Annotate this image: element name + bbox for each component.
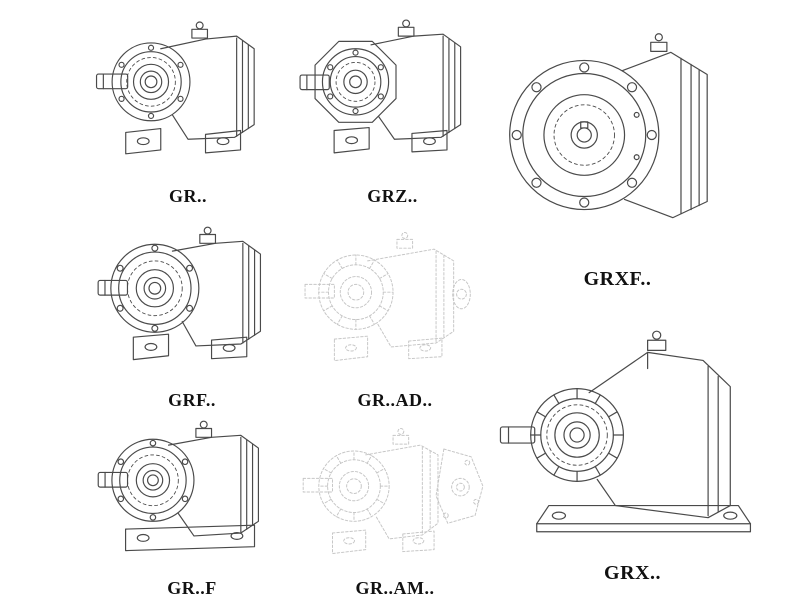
gearbox-drawing-gr-f bbox=[97, 420, 260, 552]
model-figure-gr: GR.. bbox=[88, 4, 288, 207]
model-figure-gr-am: GR..AM.. bbox=[295, 408, 495, 599]
gearbox-drawing-gr-am bbox=[302, 428, 484, 555]
model-figure-grx: GRX.. bbox=[495, 308, 770, 585]
model-label-grx: GRX.. bbox=[604, 562, 661, 584]
model-label-grxf: GRXF.. bbox=[583, 268, 652, 290]
model-label-grz: GRZ.. bbox=[367, 186, 418, 206]
gearbox-drawing-grxf bbox=[509, 33, 708, 219]
model-label-gr: GR.. bbox=[169, 186, 207, 206]
model-figure-gr-f: GR..F bbox=[92, 408, 292, 599]
gearbox-drawing-gr bbox=[95, 21, 255, 155]
gearbox-drawing-grx bbox=[499, 330, 752, 533]
model-figure-gr-ad: GR..AD.. bbox=[295, 212, 495, 411]
model-label-grf: GRF.. bbox=[168, 390, 216, 410]
gearbox-drawing-gr-ad bbox=[304, 232, 471, 362]
model-figure-grz: GRZ.. bbox=[295, 4, 490, 207]
gearbox-drawing-grf bbox=[97, 226, 262, 361]
gearbox-drawing-grz bbox=[299, 19, 462, 154]
model-label-gr-am: GR..AM.. bbox=[355, 578, 435, 598]
model-label-gr-ad: GR..AD.. bbox=[357, 390, 433, 410]
model-label-gr-f: GR..F bbox=[167, 578, 217, 598]
model-figure-grf: GRF.. bbox=[92, 212, 292, 411]
model-figure-grxf: GRXF.. bbox=[500, 4, 735, 291]
